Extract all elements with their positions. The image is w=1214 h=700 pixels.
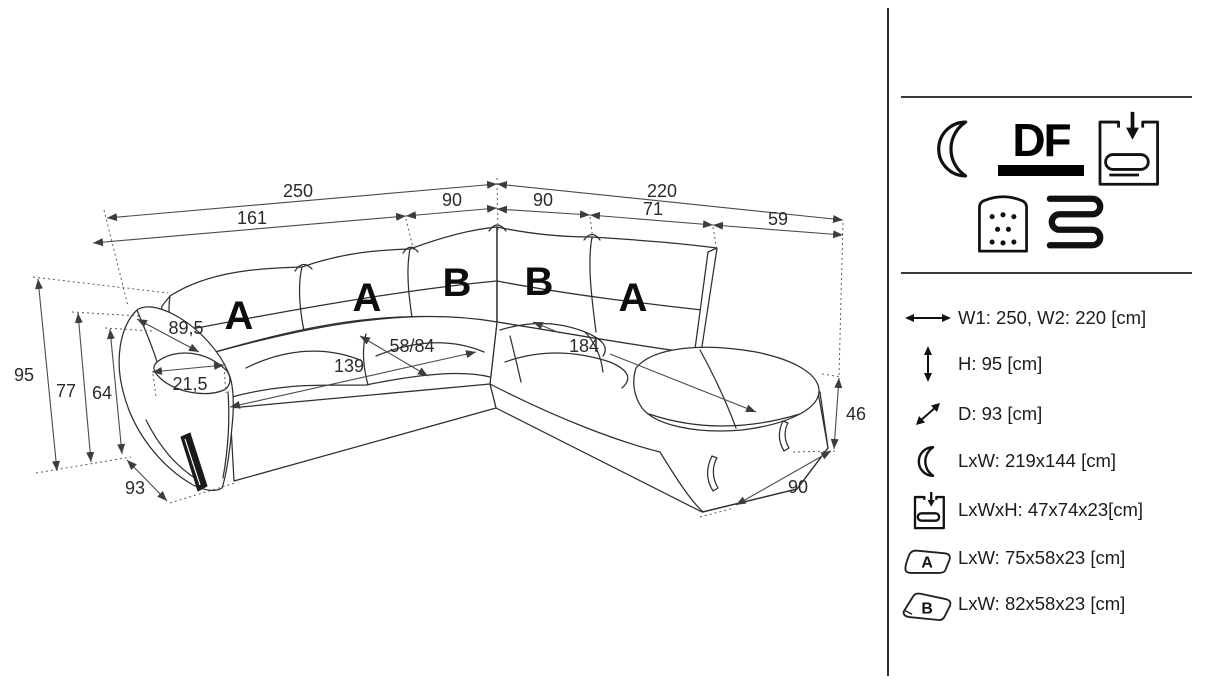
spec-cushion-b-text: LxW: 82x58x23 [cm] bbox=[958, 593, 1126, 614]
dim-height-backrest: 77 bbox=[56, 312, 95, 463]
svg-text:89,5: 89,5 bbox=[168, 318, 203, 338]
dim-seat-height: 46 bbox=[830, 377, 866, 450]
panel-divider bbox=[887, 8, 889, 676]
cushion-label-a3: A bbox=[619, 276, 648, 320]
dim-armrest-diagonal: 89,5 bbox=[136, 318, 204, 353]
spec-cushion-a-text: LxW: 75x58x23 [cm] bbox=[958, 547, 1126, 568]
depth-arrow-icon bbox=[898, 399, 958, 429]
legend-top-rule bbox=[901, 96, 1192, 98]
df-underline bbox=[998, 165, 1084, 176]
svg-text:71: 71 bbox=[643, 199, 663, 219]
dim-chaise-depth: 90 bbox=[735, 450, 832, 506]
cushion-dots-icon bbox=[974, 192, 1032, 259]
cushion-label-a2: A bbox=[353, 276, 382, 320]
storage-small-icon bbox=[898, 491, 958, 530]
spec-sleeping-area-text: LxW: 219x144 [cm] bbox=[958, 450, 1117, 471]
svg-text:46: 46 bbox=[846, 404, 866, 424]
dim-height-armrest: 64 bbox=[92, 328, 126, 455]
spec-row-cushion-a: A LxW: 75x58x23 [cm] bbox=[898, 538, 1204, 578]
svg-text:64: 64 bbox=[92, 383, 112, 403]
svg-text:90: 90 bbox=[442, 190, 462, 210]
cushion-label-b1: B bbox=[443, 261, 472, 305]
dim-armrest-top-width: 21,5 bbox=[151, 361, 225, 394]
dim-seat-width-right: 184 bbox=[532, 321, 757, 413]
cushion-b-icon: B bbox=[898, 585, 958, 623]
width-arrow-icon bbox=[898, 311, 958, 325]
dim-depth-overall: 93 bbox=[125, 459, 168, 502]
dim-width-right-corner: 90 bbox=[496, 190, 591, 219]
df-feature-badge: DF bbox=[998, 114, 1084, 176]
spec-row-width: W1: 250, W2: 220 [cm] bbox=[898, 298, 1204, 338]
spec-depth-text: D: 93 [cm] bbox=[958, 403, 1043, 424]
spec-width-text: W1: 250, W2: 220 [cm] bbox=[958, 307, 1147, 328]
spec-row-height: H: 95 [cm] bbox=[898, 344, 1204, 384]
dim-width-right-arm: 59 bbox=[712, 209, 844, 239]
sofa-technical-drawing: A A B B A bbox=[14, 177, 866, 518]
spring-icon bbox=[1044, 192, 1108, 257]
sofa-legs bbox=[180, 420, 790, 492]
dim-height-overall: 95 bbox=[14, 278, 60, 472]
svg-text:77: 77 bbox=[56, 381, 76, 401]
svg-text:93: 93 bbox=[125, 478, 145, 498]
svg-text:90: 90 bbox=[533, 190, 553, 210]
spec-row-cushion-b: B LxW: 82x58x23 [cm] bbox=[898, 584, 1204, 624]
spec-row-depth: D: 93 [cm] bbox=[898, 394, 1204, 434]
storage-icon bbox=[1090, 110, 1162, 193]
spec-row-sleeping-area: LxW: 219x144 [cm] bbox=[898, 441, 1204, 481]
svg-text:184: 184 bbox=[569, 336, 599, 356]
dimension-annotations: 250 161 90 220 90 71 bbox=[14, 180, 866, 506]
dim-width-left-corner: 90 bbox=[405, 190, 498, 220]
moon-icon bbox=[924, 114, 988, 189]
spec-height-text: H: 95 [cm] bbox=[958, 353, 1043, 374]
cushion-label-b2: B bbox=[525, 260, 554, 304]
dim-width-total-right: 220 bbox=[496, 181, 844, 223]
svg-text:220: 220 bbox=[647, 181, 677, 201]
spec-row-storage: LxWxH: 47x74x23[cm] bbox=[898, 490, 1204, 530]
cushion-labels: A A B B A bbox=[225, 260, 648, 338]
svg-text:250: 250 bbox=[283, 181, 313, 201]
spec-storage-text: LxWxH: 47x74x23[cm] bbox=[958, 499, 1144, 520]
sofa-outline bbox=[118, 224, 829, 513]
svg-text:161: 161 bbox=[237, 208, 267, 228]
svg-text:90: 90 bbox=[788, 477, 808, 497]
dim-width-total-left: 250 bbox=[106, 180, 498, 222]
dim-seat-width-left: 139 bbox=[229, 350, 477, 409]
moon-small-icon bbox=[898, 443, 958, 480]
cushion-label-a1: A bbox=[225, 294, 254, 338]
dim-width-right-section: 71 bbox=[589, 199, 714, 229]
df-label: DF bbox=[1012, 114, 1071, 166]
cushion-a-letter: A bbox=[921, 554, 933, 571]
svg-text:21,5: 21,5 bbox=[172, 374, 207, 394]
legend-panel: DF bbox=[888, 0, 1214, 700]
svg-text:139: 139 bbox=[334, 356, 364, 376]
chaise-cushion bbox=[633, 346, 820, 432]
dim-width-left-section: 161 bbox=[92, 208, 407, 247]
cushion-b-letter: B bbox=[921, 600, 932, 617]
svg-text:59: 59 bbox=[768, 209, 788, 229]
svg-text:58/84: 58/84 bbox=[389, 336, 434, 356]
dim-seat-depth: 58/84 bbox=[359, 335, 435, 377]
height-arrow-icon bbox=[898, 346, 958, 382]
legend-bottom-rule bbox=[901, 272, 1192, 274]
cushion-a-icon: A bbox=[898, 541, 958, 575]
svg-text:95: 95 bbox=[14, 365, 34, 385]
